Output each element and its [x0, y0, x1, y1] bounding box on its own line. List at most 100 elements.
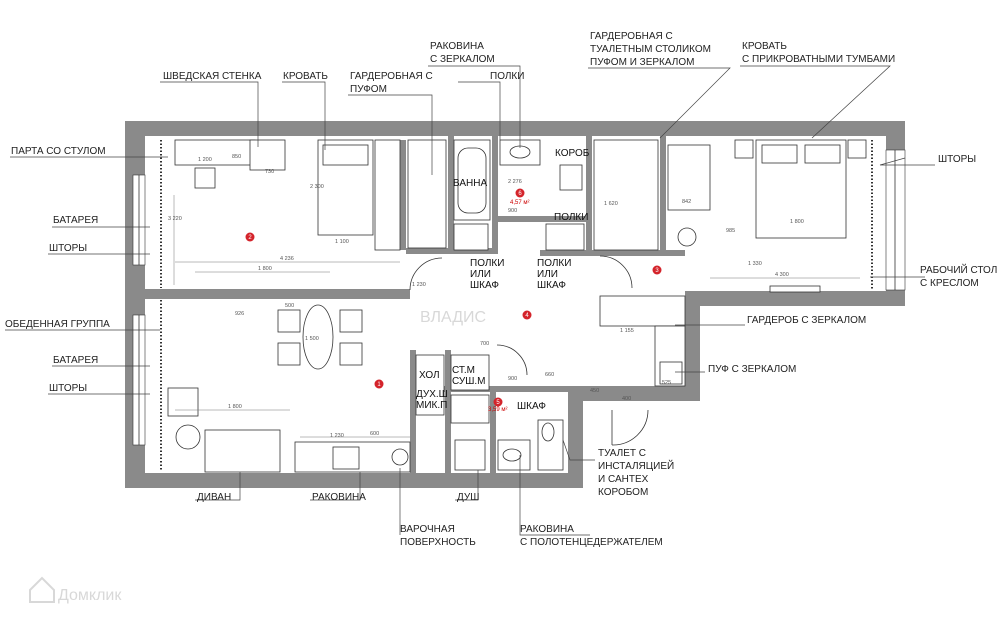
label-sink-towel-1: РАКОВИНА	[520, 524, 574, 535]
svg-text:1 100: 1 100	[335, 239, 349, 245]
room-number-6: 6	[518, 191, 522, 197]
svg-text:900: 900	[508, 208, 517, 214]
label-shower: ДУШ	[457, 492, 479, 503]
room-box: КОРОБ	[555, 148, 590, 159]
svg-text:1 155: 1 155	[620, 328, 634, 334]
room-number-markers	[245, 188, 662, 407]
label-sink-mirror-1: РАКОВИНА	[430, 41, 484, 52]
label-toilet-2: ИНСТАЛЯЦИЕЙ	[598, 459, 674, 472]
label-pouf-mirror: ПУФ С ЗЕРКАЛОМ	[708, 364, 796, 375]
label-desk-chair: ПАРТА СО СТУЛОМ	[11, 146, 106, 157]
svg-text:2 300: 2 300	[310, 184, 324, 190]
svg-text:4 236: 4 236	[280, 256, 294, 262]
room-shelves-cabinet-1-a: ПОЛКИ	[470, 258, 504, 269]
svg-text:1 330: 1 330	[748, 261, 762, 267]
area-bathroom: 3,59 м²	[488, 407, 507, 413]
domclick-watermark: Домклик	[58, 587, 122, 604]
label-wardrobe-dressing-2: ТУАЛЕТНЫМ СТОЛИКОМ	[590, 44, 711, 55]
svg-text:4 300: 4 300	[775, 272, 789, 278]
svg-text:730: 730	[265, 169, 274, 175]
label-shelves-top: ПОЛКИ	[490, 71, 524, 82]
doors	[409, 255, 649, 446]
label-wardrobe-dressing-1: ГАРДЕРОБНАЯ С	[590, 31, 673, 42]
dimension-values: 1 200 730 850 2 300 1 100 3 220 4 236 1 …	[168, 154, 804, 439]
svg-text:1 230: 1 230	[330, 433, 344, 439]
label-toilet-3: И САНТЕХ	[598, 474, 649, 485]
svg-text:1 800: 1 800	[790, 219, 804, 225]
room-fridge: ХОЛ	[419, 370, 440, 381]
svg-text:842: 842	[682, 199, 691, 205]
label-work-desk-1: РАБОЧИЙ СТОЛ	[920, 263, 997, 276]
svg-text:1 800: 1 800	[228, 404, 242, 410]
label-sofa: ДИВАН	[197, 492, 231, 503]
svg-text:1 200: 1 200	[198, 157, 212, 163]
label-cooktop-2: ПОВЕРХНОСТЬ	[400, 537, 476, 548]
label-work-desk-2: С КРЕСЛОМ	[920, 278, 979, 289]
label-sink-towel-2: С ПОЛОТЕНЦЕДЕРЖАТЕЛЕМ	[520, 537, 663, 548]
dimension-lines	[173, 195, 860, 438]
label-wardrobe-dressing-3: ПУФОМ И ЗЕРКАЛОМ	[590, 57, 694, 68]
label-curtains-2: ШТОРЫ	[49, 383, 87, 394]
furniture	[167, 139, 867, 473]
label-radiator-1: БАТАРЕЯ	[53, 215, 98, 226]
room-number-3: 3	[655, 268, 659, 274]
room-shelves-cabinet-1-c: ШКАФ	[470, 280, 499, 291]
room-shelves-cabinet-2-b: ИЛИ	[537, 269, 558, 280]
room-shelves-cabinet-1-b: ИЛИ	[470, 269, 491, 280]
room-shelves: ПОЛКИ	[554, 212, 588, 223]
svg-text:1 500: 1 500	[305, 336, 319, 342]
svg-text:1 230: 1 230	[412, 282, 426, 288]
label-bed-nightstands-1: КРОВАТЬ	[742, 41, 787, 52]
label-curtains-1: ШТОРЫ	[49, 243, 87, 254]
label-bed-nightstands-2: С ПРИКРОВАТНЫМИ ТУМБАМИ	[742, 54, 895, 65]
room-cabinet: ШКАФ	[517, 401, 546, 412]
label-cooktop-1: ВАРОЧНАЯ	[400, 524, 455, 535]
room-number-1: 1	[377, 382, 381, 388]
room-bath: ВАННА	[453, 178, 487, 189]
label-dining-group: ОБЕДЕННАЯ ГРУППА	[5, 319, 110, 330]
svg-text:450: 450	[590, 388, 599, 394]
label-radiator-2: БАТАРЕЯ	[53, 355, 98, 366]
svg-text:400: 400	[622, 396, 631, 402]
interior-walls	[145, 136, 685, 473]
area-bath: 4,57 м²	[510, 200, 529, 206]
label-swedish-wall: ШВЕДСКАЯ СТЕНКА	[163, 71, 262, 82]
svg-text:600: 600	[370, 431, 379, 437]
label-wardrobe-pouf-1: ГАРДЕРОБНАЯ С	[350, 71, 433, 82]
room-washer-b: СУШ.М	[452, 376, 486, 387]
room-washer-a: СТ.М	[452, 365, 475, 376]
room-number-2: 2	[248, 235, 252, 241]
room-oven-b: МИК.П	[416, 400, 447, 411]
agency-watermark: ВЛАДИС	[420, 309, 486, 326]
svg-text:1 620: 1 620	[604, 201, 618, 207]
curtains	[160, 140, 873, 470]
label-sink-mirror-2: С ЗЕРКАЛОМ	[430, 54, 495, 65]
svg-text:660: 660	[545, 372, 554, 378]
label-bed-left: КРОВАТЬ	[283, 71, 328, 82]
svg-text:700: 700	[480, 341, 489, 347]
windows	[132, 149, 906, 446]
room-shelves-cabinet-2-a: ПОЛКИ	[537, 258, 571, 269]
room-number-4: 4	[525, 313, 529, 319]
label-toilet-4: КОРОБОМ	[598, 487, 648, 498]
label-toilet-1: ТУАЛЕТ С	[598, 448, 646, 459]
svg-text:850: 850	[232, 154, 241, 160]
label-sink-bottom: РАКОВИНА	[312, 492, 366, 503]
label-wardrobe-pouf-2: ПУФОМ	[350, 84, 387, 95]
label-curtains-right: ШТОРЫ	[938, 154, 976, 165]
svg-text:525: 525	[662, 380, 671, 386]
svg-text:985: 985	[726, 228, 735, 234]
room-oven-a: ДУХ.Ш	[416, 389, 448, 400]
label-wardrobe-mirror: ГАРДЕРОБ С ЗЕРКАЛОМ	[747, 315, 866, 326]
svg-text:2 276: 2 276	[508, 179, 522, 185]
domclick-logo	[29, 576, 55, 603]
leader-lines	[5, 65, 935, 536]
svg-text:3 220: 3 220	[168, 216, 182, 222]
room-shelves-cabinet-2-c: ШКАФ	[537, 280, 566, 291]
svg-text:900: 900	[508, 376, 517, 382]
svg-text:926: 926	[235, 311, 244, 317]
svg-text:1 800: 1 800	[258, 266, 272, 272]
svg-text:500: 500	[285, 303, 294, 309]
room-number-5: 5	[496, 400, 500, 406]
